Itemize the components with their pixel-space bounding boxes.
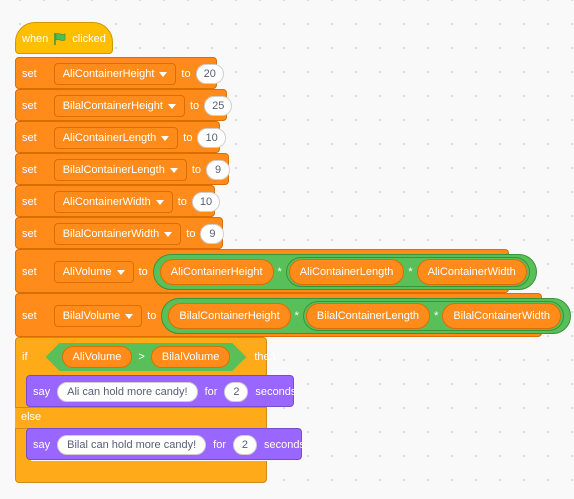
to-label: to — [186, 228, 196, 240]
set-block-ali-width[interactable]: set AliContainerWidth to 10 — [15, 185, 221, 217]
dropdown-arrow-icon — [116, 269, 125, 275]
set-block-ali-volume[interactable]: set AliVolume to AliContainerHeight * Al… — [15, 249, 537, 293]
multiply-operator-block[interactable]: AliContainerLength * AliContainerWidth — [285, 257, 530, 287]
set-block-bilal-height[interactable]: set BilalContainerHeight to 25 — [15, 89, 233, 121]
dropdown-arrow-icon — [155, 199, 164, 205]
multiply-sign: * — [434, 310, 439, 322]
set-block-bilal-length[interactable]: set BilalContainerLength to 9 — [15, 153, 231, 185]
variable-dropdown[interactable]: BilalVolume — [53, 305, 143, 327]
value-input[interactable]: 9 — [206, 160, 231, 180]
to-label: to — [138, 266, 148, 278]
dropdown-arrow-icon — [159, 71, 168, 77]
green-flag-icon — [54, 33, 66, 45]
variable-dropdown[interactable]: AliContainerHeight — [53, 63, 177, 85]
multiply-operator-block[interactable]: BilalContainerLength * BilalContainerWid… — [302, 301, 564, 331]
when-flag-clicked-block[interactable]: when clicked — [15, 22, 113, 54]
value-input[interactable]: 10 — [197, 128, 226, 148]
else-label: else — [21, 411, 42, 423]
to-label: to — [177, 196, 187, 208]
say-label: say — [33, 386, 51, 398]
set-label: set — [22, 68, 37, 80]
dropdown-arrow-icon — [164, 231, 173, 237]
else-section: else — [15, 407, 267, 429]
when-label: when — [22, 33, 49, 45]
seconds-input[interactable]: 2 — [224, 382, 249, 402]
for-label: for — [204, 386, 218, 398]
set-block-ali-length[interactable]: set AliContainerLength to 10 — [15, 121, 226, 153]
variable-dropdown[interactable]: AliContainerLength — [53, 127, 179, 149]
multiply-sign: * — [277, 266, 282, 278]
greater-than-sign: > — [138, 351, 145, 363]
set-block-bilal-volume[interactable]: set BilalVolume to BilalContainerHeight … — [15, 293, 571, 337]
to-label: to — [191, 164, 202, 176]
set-label: set — [22, 132, 37, 144]
say-label: say — [33, 439, 51, 451]
set-block-ali-height[interactable]: set AliContainerHeight to 20 — [15, 57, 224, 89]
set-label: set — [22, 228, 37, 240]
if-label: if — [22, 351, 28, 363]
seconds-label: seconds — [255, 386, 297, 398]
variable-reporter[interactable]: AliContainerLength — [288, 259, 405, 285]
to-label: to — [147, 310, 157, 322]
say-block-else[interactable]: say Bilal can hold more candy! for 2 sec… — [26, 428, 305, 460]
variable-reporter[interactable]: BilalContainerHeight — [168, 303, 291, 329]
greater-than-operator-block[interactable]: AliVolume > BilalVolume — [46, 343, 247, 371]
variable-dropdown[interactable]: AliVolume — [53, 261, 134, 283]
value-input[interactable]: 25 — [204, 96, 233, 116]
value-input[interactable]: 9 — [200, 224, 225, 244]
to-label: to — [181, 68, 191, 80]
multiply-sign: * — [294, 310, 299, 322]
multiply-operator-block[interactable]: BilalContainerHeight * BilalContainerLen… — [161, 298, 571, 334]
message-input[interactable]: Ali can hold more candy! — [57, 382, 198, 402]
multiply-operator-block[interactable]: AliContainerHeight * AliContainerLength … — [152, 254, 537, 290]
multiply-sign: * — [408, 266, 413, 278]
dropdown-arrow-icon — [161, 135, 170, 141]
message-input[interactable]: Bilal can hold more candy! — [57, 435, 207, 455]
set-label: set — [22, 310, 37, 322]
clicked-label: clicked — [72, 33, 106, 45]
set-label: set — [22, 100, 37, 112]
seconds-input[interactable]: 2 — [232, 435, 257, 455]
variable-reporter[interactable]: BilalContainerLength — [305, 303, 431, 329]
to-label: to — [183, 132, 193, 144]
variable-reporter[interactable]: AliVolume — [62, 346, 133, 368]
dropdown-arrow-icon — [167, 103, 176, 109]
variable-dropdown[interactable]: BilalContainerWidth — [53, 223, 182, 245]
variable-reporter[interactable]: BilalVolume — [151, 346, 230, 368]
set-label: set — [22, 164, 37, 176]
then-label: then — [254, 351, 276, 363]
for-label: for — [213, 439, 226, 451]
seconds-label: seconds — [263, 439, 305, 451]
set-label: set — [22, 266, 37, 278]
variable-reporter[interactable]: BilalContainerWidth — [442, 303, 561, 329]
say-block-then[interactable]: say Ali can hold more candy! for 2 secon… — [26, 375, 297, 407]
value-input[interactable]: 20 — [195, 64, 224, 84]
variable-reporter[interactable]: AliContainerWidth — [416, 259, 527, 285]
variable-dropdown[interactable]: AliContainerWidth — [53, 191, 173, 213]
if-else-block[interactable]: if AliVolume > BilalVolume then — [15, 337, 276, 375]
value-input[interactable]: 10 — [191, 192, 221, 212]
to-label: to — [189, 100, 200, 112]
set-label: set — [22, 196, 37, 208]
if-else-footer — [15, 461, 267, 483]
dropdown-arrow-icon — [125, 313, 134, 319]
set-block-bilal-width[interactable]: set BilalContainerWidth to 9 — [15, 217, 225, 249]
dropdown-arrow-icon — [169, 167, 178, 173]
variable-dropdown[interactable]: BilalContainerLength — [53, 159, 187, 181]
variable-reporter[interactable]: AliContainerHeight — [159, 259, 274, 285]
variable-dropdown[interactable]: BilalContainerHeight — [53, 95, 185, 117]
